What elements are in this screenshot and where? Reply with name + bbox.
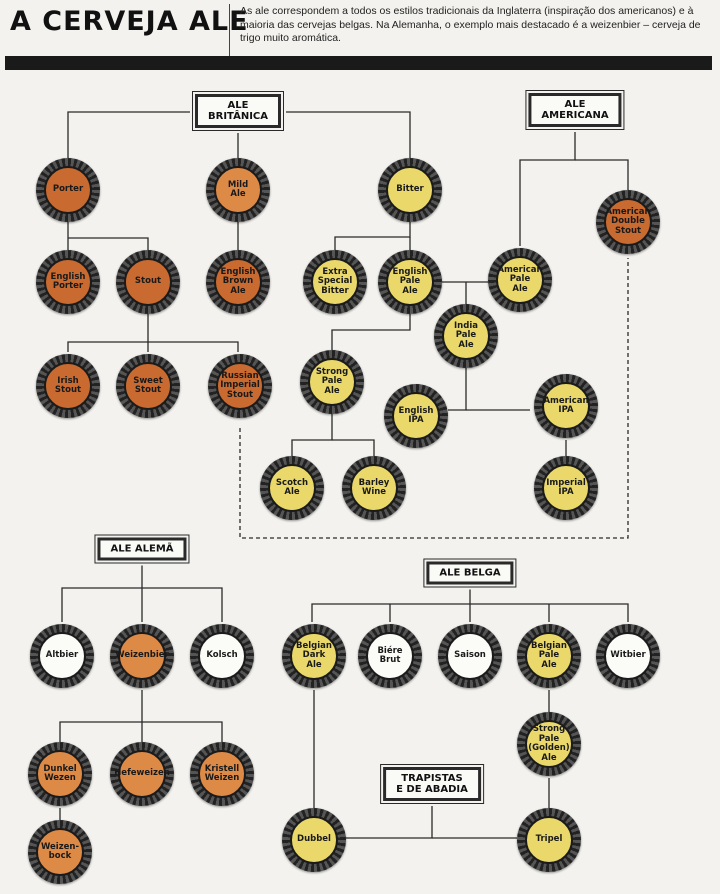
- cap-dunkel-wezen: Dunkel Wezen: [28, 742, 92, 806]
- cap-belgian-dark-ale: Belgian Dark Ale: [282, 624, 346, 688]
- cap-english-porter: English Porter: [36, 250, 100, 314]
- intro-text: As ale correspondem a todos os estilos t…: [240, 5, 701, 44]
- cap-porter: Porter: [36, 158, 100, 222]
- cap-kolsch: Kolsch: [190, 624, 254, 688]
- cap-dubbel: Dubbel: [282, 808, 346, 872]
- line-weizen-split: [142, 721, 223, 742]
- cap-american-pale-ale: American Pale Ale: [488, 248, 552, 312]
- cap-witbier: Witbier: [596, 624, 660, 688]
- cap-english-pale-ale: English Pale Ale: [378, 250, 442, 314]
- dashed-link: [239, 258, 629, 539]
- line-porter-split: [68, 237, 149, 250]
- line-stout-children: [67, 314, 149, 352]
- line-stout-split: [148, 341, 239, 352]
- cap-extra-special-bitter: Extra Special Bitter: [303, 250, 367, 314]
- cap-american-ipa: American IPA: [534, 374, 598, 438]
- line-americana-stout: [575, 159, 629, 190]
- cap-india-pale-ale: India Pale Ale: [434, 304, 498, 368]
- cap-weizenbier: Weizenbier: [110, 624, 174, 688]
- cap-sweet-stout: Sweet Stout: [116, 354, 180, 418]
- cap-barley-wine: Barley Wine: [342, 456, 406, 520]
- cap-strong-pale-ale: Strong Pale Ale: [300, 350, 364, 414]
- label-ale-americana: ALE AMERICANA: [525, 90, 625, 130]
- label-ale-britanica: ALE BRITÂNICA: [192, 91, 284, 131]
- cap-mild-ale: Mild Ale: [206, 158, 270, 222]
- cap-english-ipa: English IPA: [384, 384, 448, 448]
- line-strong-barley: [332, 439, 375, 456]
- line-americana-top: [519, 128, 576, 246]
- cap-kristell-weizen: Kristell Weizen: [190, 742, 254, 806]
- label-trapistas: TRAPISTAS E DE ABADIA: [380, 764, 484, 804]
- cap-imperial-ipa: Imperial IPA: [534, 456, 598, 520]
- cap-saison: Saison: [438, 624, 502, 688]
- cap-irish-stout: Irish Stout: [36, 354, 100, 418]
- header-divider: [229, 4, 230, 56]
- line-epa-strong: [331, 314, 411, 350]
- cap-altbier: Altbier: [30, 624, 94, 688]
- label-ale-alema: ALE ALEMÃ: [94, 534, 190, 564]
- cap-english-brown-ale: English Brown Ale: [206, 250, 270, 314]
- cap-russian-imperial-stout: Russian Imperial Stout: [208, 354, 272, 418]
- cap-american-double-stout: American Double Stout: [596, 190, 660, 254]
- line-india-ipas: [448, 368, 467, 411]
- cap-bitter: Bitter: [378, 158, 442, 222]
- cap-stout: Stout: [116, 250, 180, 314]
- line-strong-children: [291, 412, 333, 456]
- line-weizen-children: [59, 690, 143, 742]
- cap-belgian-pale-ale: Belgian Pale Ale: [517, 624, 581, 688]
- line-trapistas: [345, 800, 433, 839]
- label-ale-belga: ALE BELGA: [423, 558, 517, 588]
- cap-strong-pale-golden-ale: Strong Pale (Golden) Ale: [517, 712, 581, 776]
- cap-weizenbock: Weizen- bock: [28, 820, 92, 884]
- cap-scotch-ale: Scotch Ale: [260, 456, 324, 520]
- cap-tripel: Tripel: [517, 808, 581, 872]
- page-title: A CERVEJA ALE: [10, 6, 249, 37]
- line-bitter-children: [334, 222, 411, 250]
- cap-biere-brut: Biére Brut: [358, 624, 422, 688]
- header-bar: [5, 56, 712, 70]
- cap-hefeweizen: Hefeweizen: [110, 742, 174, 806]
